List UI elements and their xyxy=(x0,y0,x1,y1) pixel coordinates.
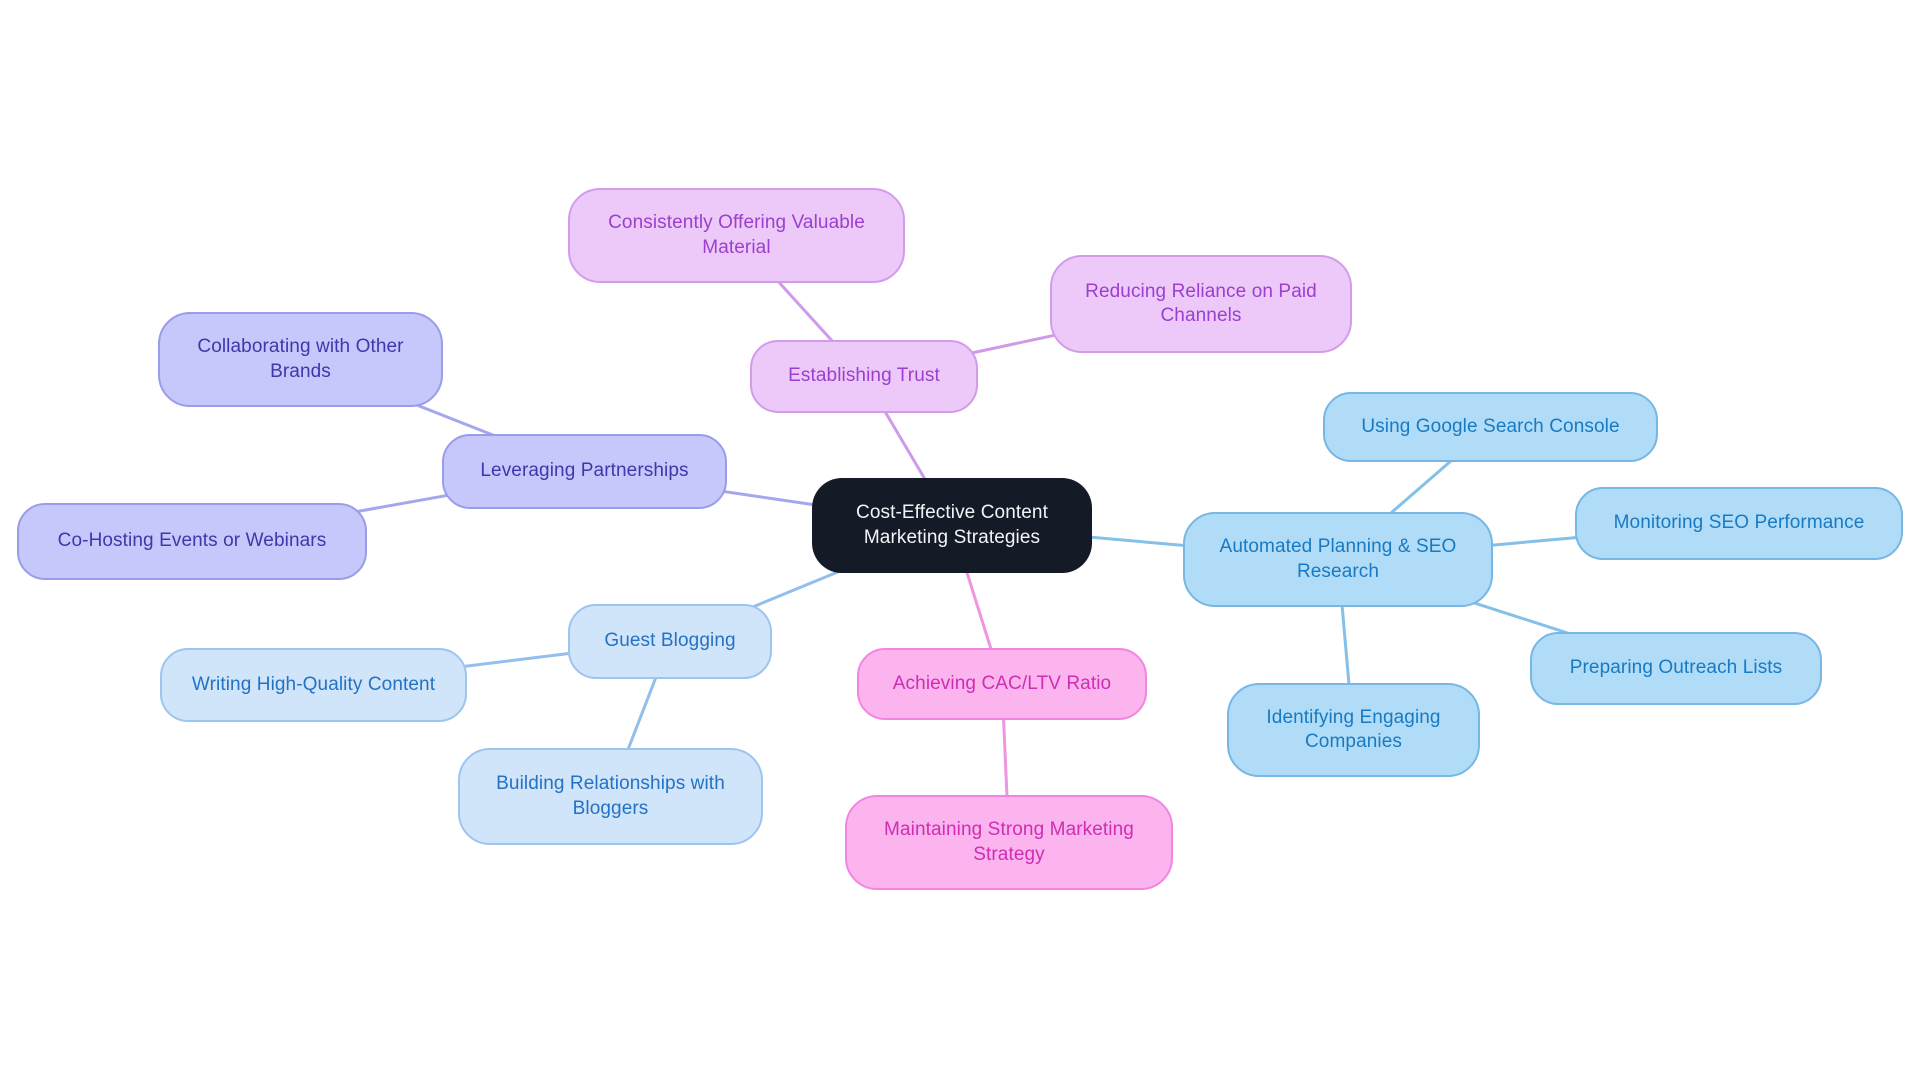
node-writing-high-quality-content[interactable]: Writing High-Quality Content xyxy=(160,648,467,722)
node-reducing-reliance-on-paid-channels[interactable]: Reducing Reliance on Paid Channels xyxy=(1050,255,1352,353)
node-automated-planning-seo-research[interactable]: Automated Planning & SEO Research xyxy=(1183,512,1493,607)
node-label: Writing High-Quality Content xyxy=(191,673,436,695)
node-guest-blogging[interactable]: Guest Blogging xyxy=(568,604,772,679)
node-label: Guest Blogging xyxy=(604,630,736,652)
node-cohosting-events-or-webinars[interactable]: Co-Hosting Events or Webinars xyxy=(17,503,367,580)
node-label: Co-Hosting Events or Webinars xyxy=(57,530,327,552)
node-maintaining-strong-marketing-strategy[interactable]: Maintaining Strong Marketing Strategy xyxy=(845,795,1173,890)
node-label: Reducing Reliance on Paid Channels xyxy=(1085,280,1317,326)
node-label: Establishing Trust xyxy=(788,365,940,387)
node-label: Collaborating with Other Brands xyxy=(197,336,404,382)
node-central-topic[interactable]: Cost-Effective Content Marketing Strateg… xyxy=(812,478,1092,573)
node-leveraging-partnerships[interactable]: Leveraging Partnerships xyxy=(442,434,727,509)
node-label: Achieving CAC/LTV Ratio xyxy=(892,672,1112,694)
node-achieving-cac-ltv-ratio[interactable]: Achieving CAC/LTV Ratio xyxy=(857,648,1147,720)
node-label: Monitoring SEO Performance xyxy=(1613,512,1865,534)
node-collaborating-with-other-brands[interactable]: Collaborating with Other Brands xyxy=(158,312,443,407)
node-consistently-offering-valuable-material[interactable]: Consistently Offering Valuable Material xyxy=(568,188,905,283)
node-label: Identifying Engaging Companies xyxy=(1266,706,1441,752)
node-preparing-outreach-lists[interactable]: Preparing Outreach Lists xyxy=(1530,632,1822,705)
node-using-google-search-console[interactable]: Using Google Search Console xyxy=(1323,392,1658,462)
node-building-relationships-with-bloggers[interactable]: Building Relationships with Bloggers xyxy=(458,748,763,845)
node-label: Preparing Outreach Lists xyxy=(1569,657,1783,679)
node-label: Leveraging Partnerships xyxy=(480,460,689,482)
node-establishing-trust[interactable]: Establishing Trust xyxy=(750,340,978,413)
node-label: Building Relationships with Bloggers xyxy=(496,773,725,819)
node-label: Automated Planning & SEO Research xyxy=(1219,536,1457,582)
node-label: Consistently Offering Valuable Material xyxy=(608,212,865,258)
node-label: Maintaining Strong Marketing Strategy xyxy=(884,819,1134,865)
node-label: Using Google Search Console xyxy=(1361,415,1620,437)
node-identifying-engaging-companies[interactable]: Identifying Engaging Companies xyxy=(1227,683,1480,777)
central-topic-label: Cost-Effective Content Marketing Strateg… xyxy=(856,502,1048,548)
node-monitoring-seo-performance[interactable]: Monitoring SEO Performance xyxy=(1575,487,1903,560)
